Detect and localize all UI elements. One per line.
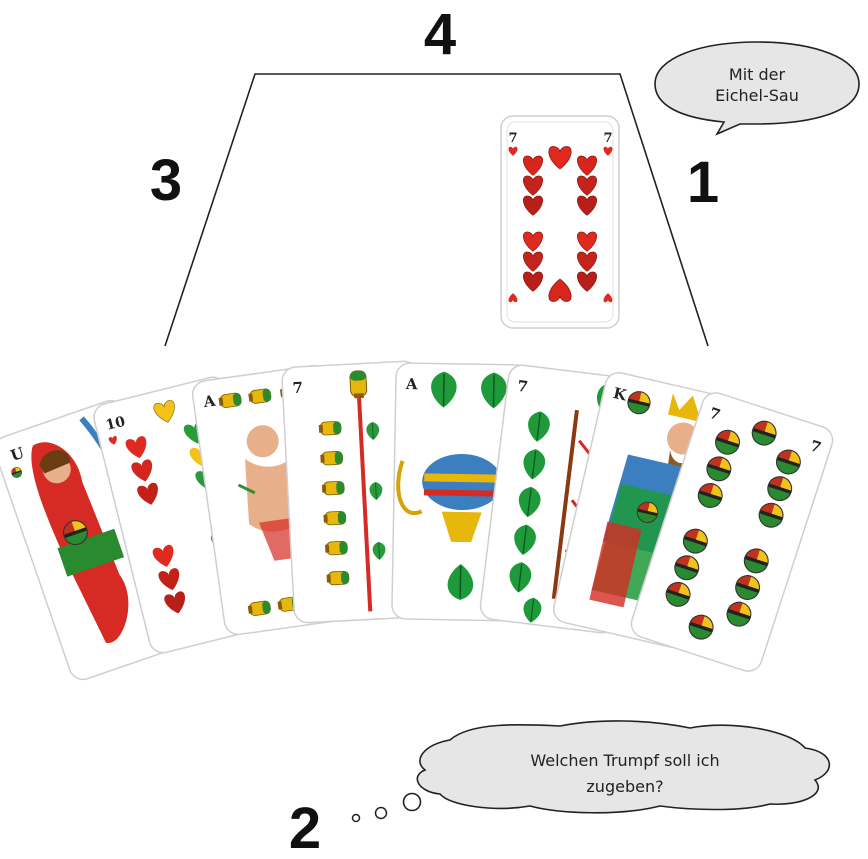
player-number-north: 4 — [424, 2, 456, 67]
speech-bubble: Mit der Eichel-Sau — [655, 42, 859, 134]
trick-card-herz-7: 7 7 — [501, 116, 619, 328]
thought-bubble: Welchen Trumpf soll ich zugeben? — [353, 721, 830, 822]
card-rank: 7 — [516, 377, 529, 396]
player-hand: U U 10 — [0, 361, 836, 684]
speech-bubble-line1: Mit der — [729, 65, 786, 84]
player-number-west: 3 — [150, 148, 182, 213]
player-number-east: 1 — [687, 150, 719, 215]
thought-bubble-line2: zugeben? — [586, 777, 663, 796]
speech-bubble-line2: Eichel-Sau — [715, 86, 799, 105]
card-rank: 7 — [292, 379, 303, 398]
table-outline — [165, 74, 708, 346]
trick-card-rank: 7 — [603, 131, 612, 146]
card-rank: A — [405, 375, 418, 393]
player-number-south: 2 — [289, 796, 321, 859]
thought-bubble-line1: Welchen Trumpf soll ich — [530, 751, 719, 770]
trick-card-rank: 7 — [508, 131, 517, 146]
